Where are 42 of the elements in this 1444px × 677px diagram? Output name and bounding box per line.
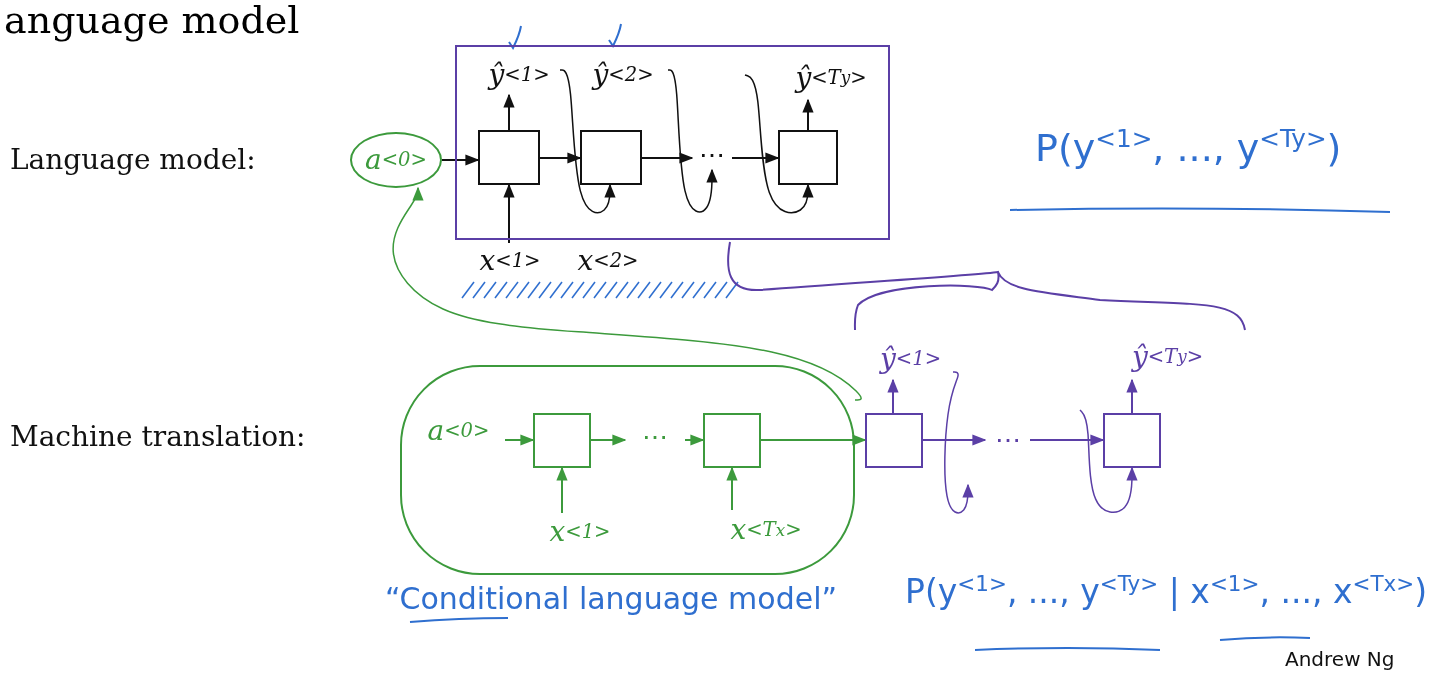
arrow	[504, 434, 535, 446]
handwritten-formula: P(y$^{<1>}$, ..., y$^{<Ty>}$ | x$^{<1>}$, ..., x$^{<Tx>}$)	[905, 572, 1427, 611]
arrow	[503, 183, 515, 244]
rnn-group-frame	[455, 45, 890, 240]
arrow	[1126, 378, 1138, 414]
arrow	[641, 152, 694, 164]
row-label: Language model:	[10, 145, 256, 176]
arrow	[392, 186, 862, 401]
rnn-cell	[778, 130, 838, 185]
arrow	[760, 434, 867, 446]
rnn-cell	[533, 413, 591, 468]
arrow	[1079, 409, 1138, 514]
arrow	[556, 466, 568, 514]
handwritten-note: “Conditional language model”	[385, 582, 838, 615]
arrow	[684, 434, 705, 446]
arrow	[590, 434, 627, 446]
arrow	[726, 466, 738, 511]
handwritten-formula: P(y$^{<1>}$, ..., y$^{<Ty>}$)	[1035, 125, 1342, 170]
arrow	[441, 154, 480, 166]
arrow	[802, 98, 814, 131]
row-label: Machine translation:	[10, 422, 306, 453]
arrow	[503, 93, 515, 131]
arrow	[922, 434, 987, 446]
rnn-cell	[478, 130, 540, 185]
rnn-cell	[580, 130, 642, 185]
arrow	[1029, 434, 1105, 446]
arrow	[667, 69, 718, 213]
arrow	[944, 371, 974, 514]
arrow	[539, 152, 582, 164]
rnn-cell	[1103, 413, 1161, 468]
rnn-cell	[865, 413, 923, 468]
ellipsis: ⋯	[625, 422, 685, 452]
author-name: Andrew Ng	[1285, 648, 1395, 670]
rnn-cell	[703, 413, 761, 468]
ellipsis: ⋯	[692, 140, 732, 170]
arrow	[744, 74, 814, 214]
ellipsis: ⋯	[985, 425, 1030, 455]
arrow	[887, 378, 899, 414]
encoder-outline	[400, 365, 855, 575]
arrow	[731, 152, 780, 164]
slide-title: anguage model	[4, 0, 300, 42]
arrow	[559, 69, 616, 214]
